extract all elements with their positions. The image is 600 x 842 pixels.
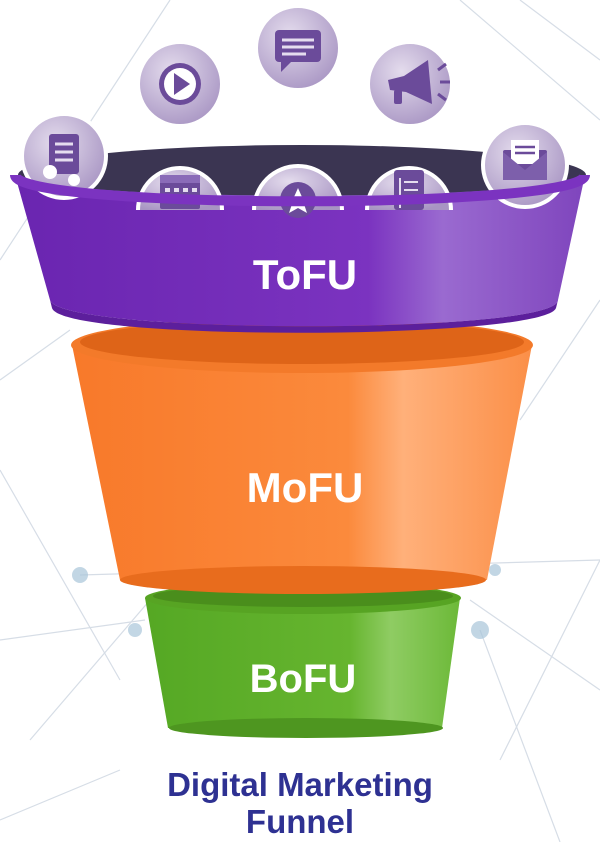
diagram-title-line-2: Funnel xyxy=(245,803,355,840)
chat-message-icon xyxy=(254,4,342,92)
mofu-label: MoFU xyxy=(247,464,364,511)
bofu-stage xyxy=(145,582,461,738)
diagram-title-line-1: Digital Marketing xyxy=(167,766,433,803)
content-icons xyxy=(20,4,569,218)
bofu-label: BoFU xyxy=(250,657,357,701)
document-icon xyxy=(20,112,108,200)
tofu-label: ToFU xyxy=(253,251,357,298)
mofu-stage xyxy=(71,317,533,594)
background-nodes xyxy=(72,564,501,639)
play-icon xyxy=(136,40,224,128)
megaphone-icon xyxy=(366,40,454,128)
funnel-rim xyxy=(10,172,590,207)
